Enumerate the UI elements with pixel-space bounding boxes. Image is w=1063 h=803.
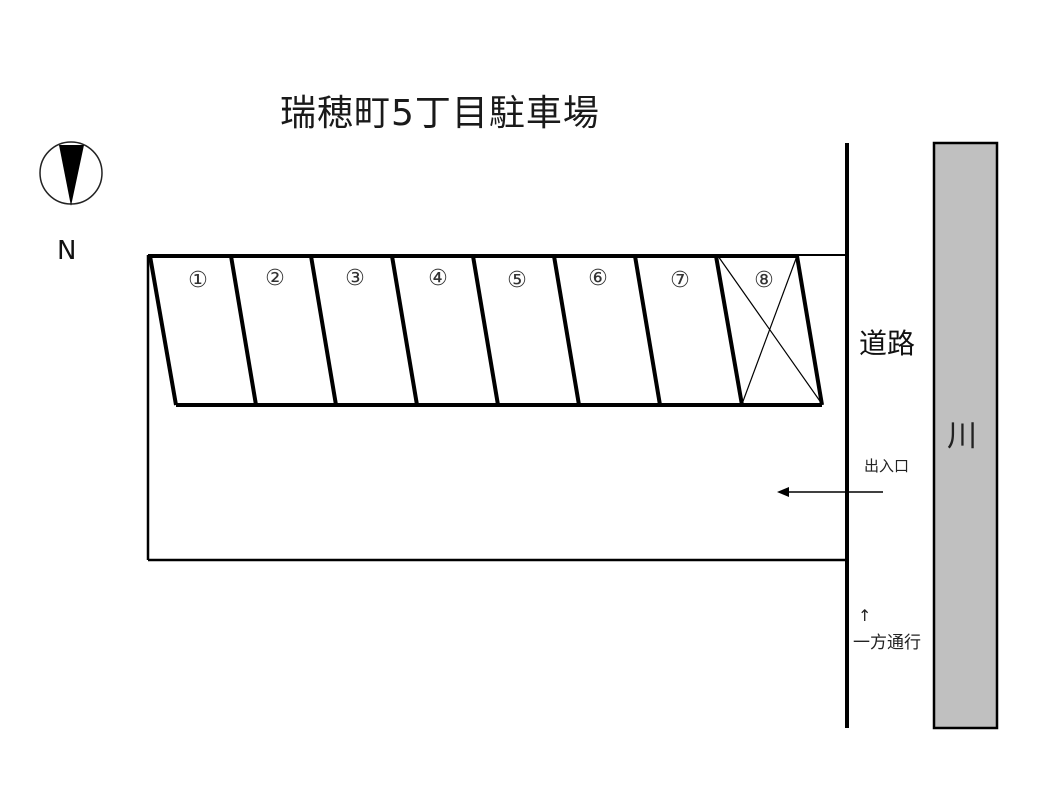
lot-boundary — [146, 254, 847, 562]
parking-space-7: ⑦ — [670, 268, 690, 293]
parking-space-6: ⑥ — [588, 266, 608, 291]
parking-space-1: ① — [188, 268, 208, 293]
one-way-label: 一方通行 — [853, 633, 921, 653]
road-label: 道路 — [859, 327, 916, 360]
parking-stalls — [148, 254, 824, 407]
parking-space-3: ③ — [345, 266, 365, 291]
parking-space-8: ⑧ — [754, 268, 774, 293]
north-label: N — [57, 236, 77, 266]
unavailable-x-mark — [717, 255, 823, 405]
parking-space-2: ② — [265, 266, 285, 291]
parking-space-5: ⑤ — [507, 268, 527, 293]
river — [932, 141, 999, 730]
river-label: 川 — [947, 419, 977, 454]
north-arrow-icon — [39, 141, 103, 206]
page-title: 瑞穂町5丁目駐車場 — [280, 93, 600, 134]
one-way-arrow-icon: ↑ — [858, 606, 872, 625]
entrance-arrow-icon — [777, 487, 883, 497]
entrance-label: 出入口 — [864, 457, 910, 475]
parking-space-4: ④ — [428, 266, 448, 291]
